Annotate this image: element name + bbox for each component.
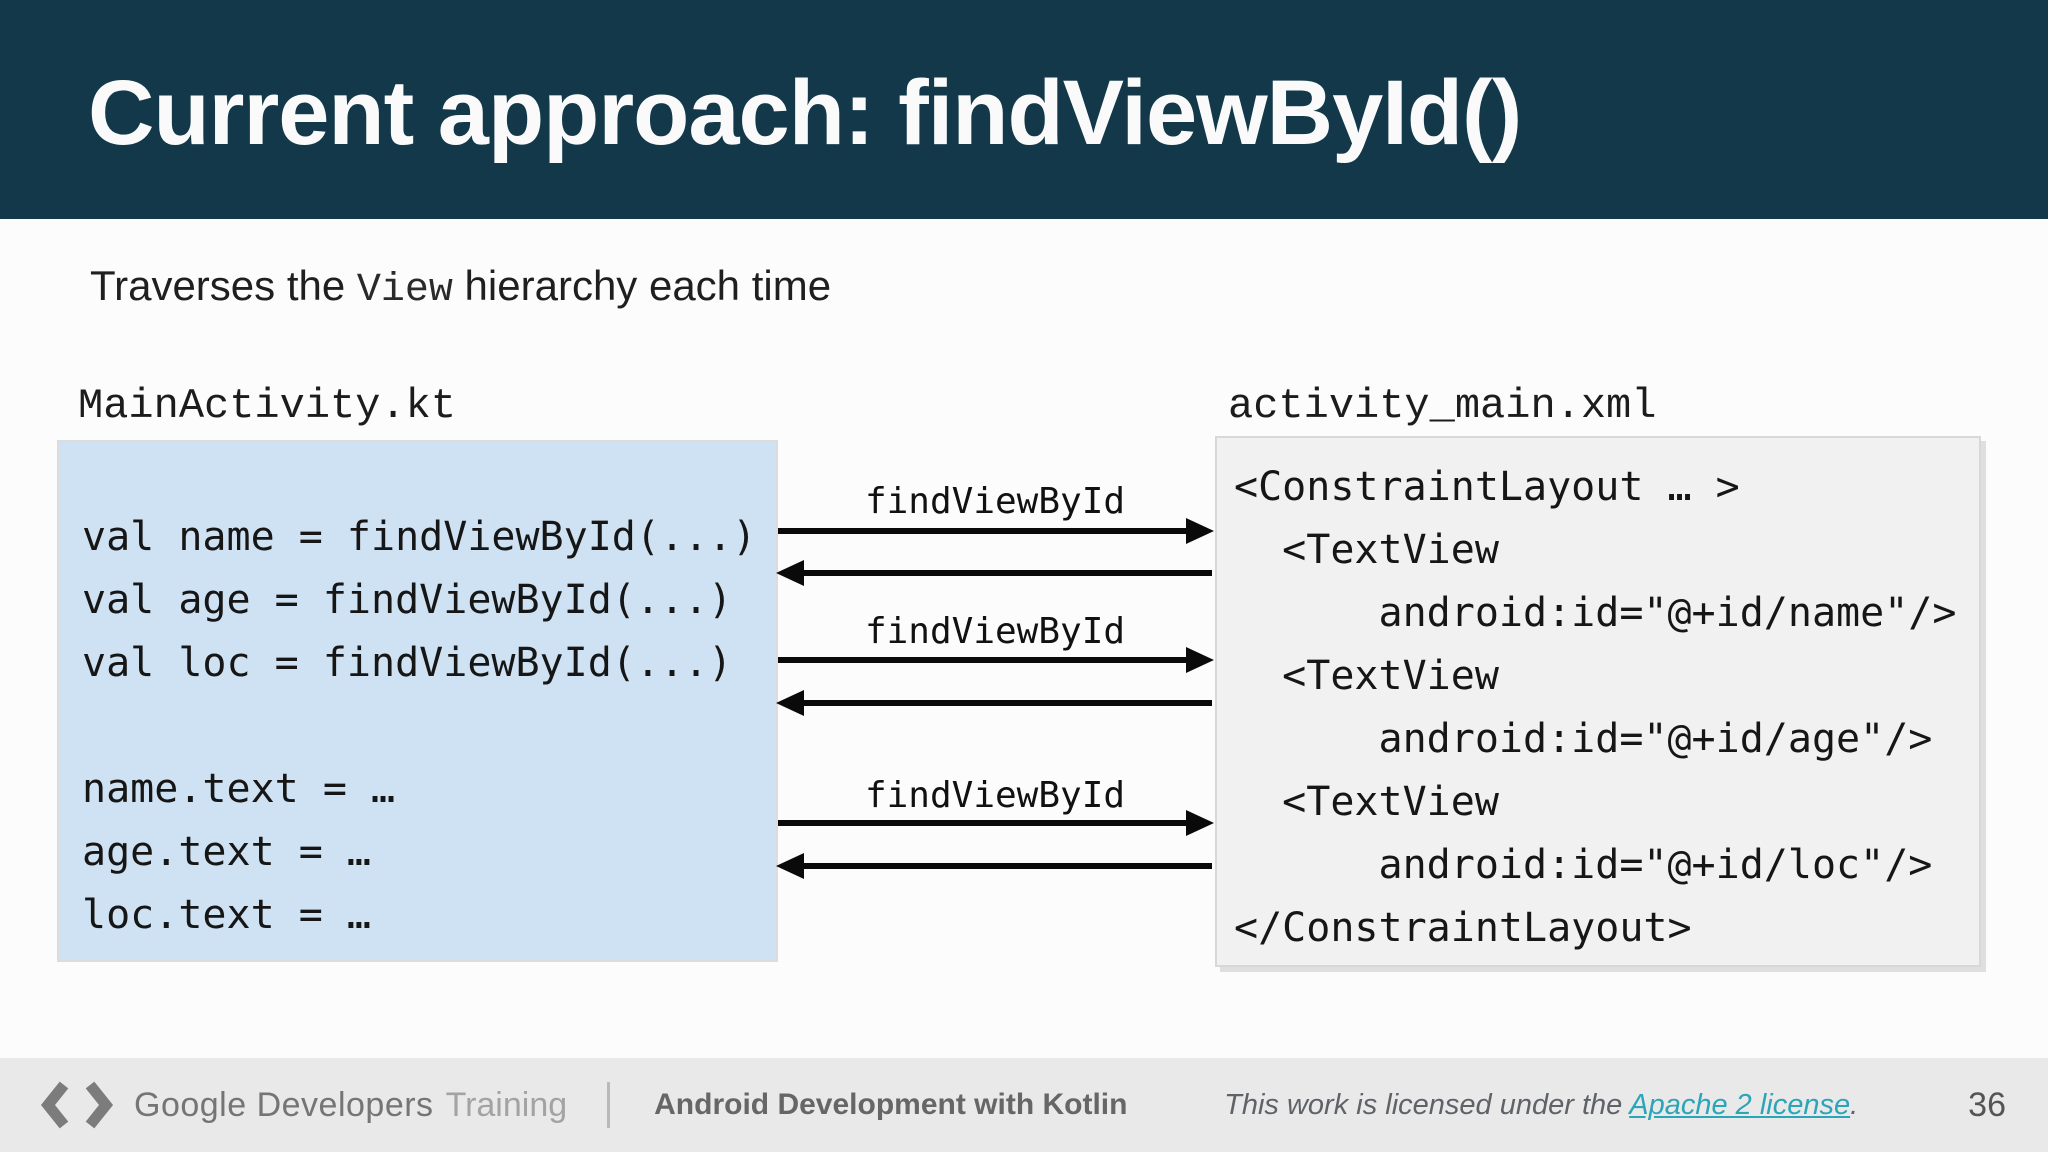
code-brackets-icon [40,1081,114,1129]
subtitle: Traverses the View hierarchy each time [90,262,831,313]
subtitle-suffix: hierarchy each time [452,262,832,309]
apache-license-link[interactable]: Apache 2 license [1629,1088,1851,1121]
xml-file-label: activity_main.xml [1228,382,1657,430]
brand-text: Google Developers [134,1085,434,1124]
kotlin-file-label: MainActivity.kt [78,382,457,430]
kotlin-code-line [82,695,776,758]
license-suffix: . [1850,1088,1859,1121]
course-title: Android Development with Kotlin [654,1088,1128,1121]
kotlin-code-line: val name = findViewById(...) [82,514,757,560]
return-arrow-left-icon [804,863,1212,869]
kotlin-code-box: val name = findViewById(...) val age = f… [57,440,778,962]
findviewbyid-arrow-right-icon [778,820,1186,826]
xml-code-box: <ConstraintLayout … > <TextView android:… [1215,436,1981,967]
xml-code-line: android:id="@+id/name"/> [1234,590,1957,636]
slide-title: Current approach: findViewById() [88,62,1522,164]
kotlin-code-line: loc.text = … [82,892,371,938]
slide-footer: Google Developers Training Android Devel… [0,1058,2048,1152]
kotlin-code-line: name.text = … [82,766,396,812]
xml-code-line: android:id="@+id/loc"/> [1234,842,1933,888]
findviewbyid-arrow-right-icon [778,657,1186,663]
return-arrow-left-icon [804,570,1212,576]
license-text: This work is licensed under the Apache 2… [1224,1089,1858,1122]
subtitle-prefix: Traverses the [90,262,357,309]
arrow-channel: findViewById findViewById findViewById [778,0,1212,1000]
kotlin-code-line: age.text = … [82,829,371,875]
xml-code-line: <TextView [1234,527,1499,573]
license-prefix: This work is licensed under the [1224,1088,1630,1121]
slide-header: Current approach: findViewById() [0,0,2048,219]
xml-code-line: android:id="@+id/age"/> [1234,716,1933,762]
arrow-label: findViewById [864,481,1126,522]
brand-training-text: Training [445,1085,568,1124]
footer-divider [607,1082,611,1128]
page-number: 36 [1968,1085,2006,1124]
xml-code-line: <TextView [1234,779,1499,825]
xml-code-line: </ConstraintLayout> [1234,905,1692,951]
google-developers-logo: Google Developers Training [38,1081,567,1129]
xml-code-line: <ConstraintLayout … > [1234,464,1740,510]
kotlin-code-line: val loc = findViewById(...) [82,640,733,686]
kotlin-code-line: val age = findViewById(...) [82,577,733,623]
findviewbyid-arrow-right-icon [778,528,1186,534]
return-arrow-left-icon [804,700,1212,706]
xml-code-line: <TextView [1234,653,1499,699]
arrow-label: findViewById [864,775,1126,816]
arrow-label: findViewById [864,611,1126,652]
subtitle-code-term: View [356,268,453,313]
